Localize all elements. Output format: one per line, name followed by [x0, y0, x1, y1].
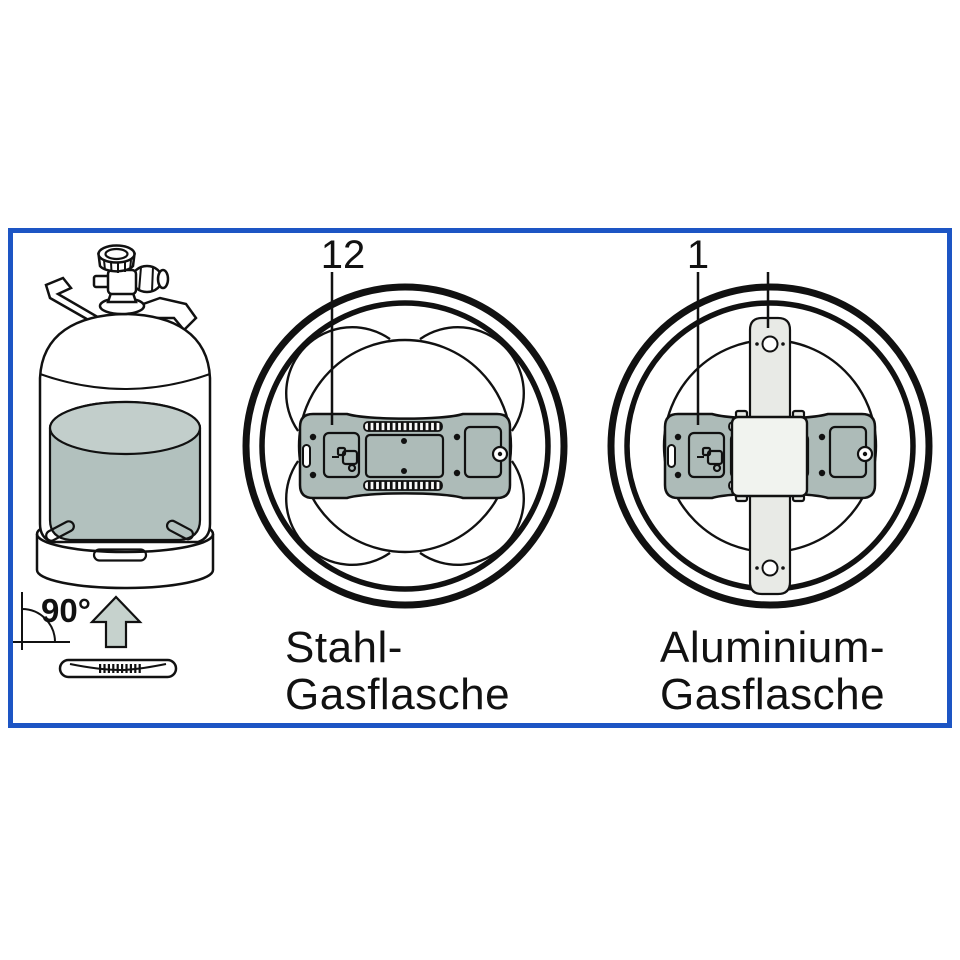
- valve-assembly: [92, 244, 170, 316]
- aluminium-adapter-cross: [730, 316, 809, 596]
- adapter-bar-bottom: [748, 489, 792, 596]
- aluminium-callout-label: 1: [687, 233, 709, 277]
- vent-slot-right: [165, 519, 195, 541]
- captions: Stahl- Gasflasche Aluminium- Gasflasche: [285, 623, 885, 719]
- adapter-bar-top: [748, 316, 792, 423]
- gas-cylinder-illustration: 90°: [13, 244, 215, 679]
- sensor-side-view: [58, 658, 178, 679]
- steel-callout-label: 12: [321, 233, 366, 277]
- aluminium-caption-line1: Aluminium-: [660, 623, 885, 672]
- steel-foot-openings: [285, 326, 525, 566]
- steel-outer-rim: [242, 283, 568, 609]
- angle-label: 90°: [41, 592, 91, 629]
- callouts: 12 1: [321, 233, 770, 425]
- vent-slot-center: [92, 548, 148, 562]
- insert-direction-arrow: [89, 595, 143, 649]
- steel-caption-line1: Stahl-: [285, 623, 403, 672]
- diagram-frame: 90°: [8, 228, 952, 728]
- alu-outer-rim: [607, 283, 933, 609]
- steel-caption-line2: Gasflasche: [285, 670, 510, 719]
- fill-level-surface: [48, 400, 202, 456]
- aluminium-cylinder-base-view: [607, 283, 933, 609]
- dome-seam: [39, 373, 211, 390]
- gas-level-sensor: [298, 412, 512, 500]
- valve-handwheel: [97, 244, 136, 273]
- angle-annotation: 90°: [13, 592, 91, 650]
- aluminium-caption-line2: Gasflasche: [660, 670, 885, 719]
- carry-handle-left: [44, 276, 98, 324]
- steel-cylinder-base-view: [242, 283, 568, 609]
- adapter-plate: [730, 415, 809, 498]
- diagram-canvas: 90°: [13, 233, 933, 719]
- steel-inner-rim: [259, 300, 551, 592]
- vent-slot-left: [45, 520, 75, 542]
